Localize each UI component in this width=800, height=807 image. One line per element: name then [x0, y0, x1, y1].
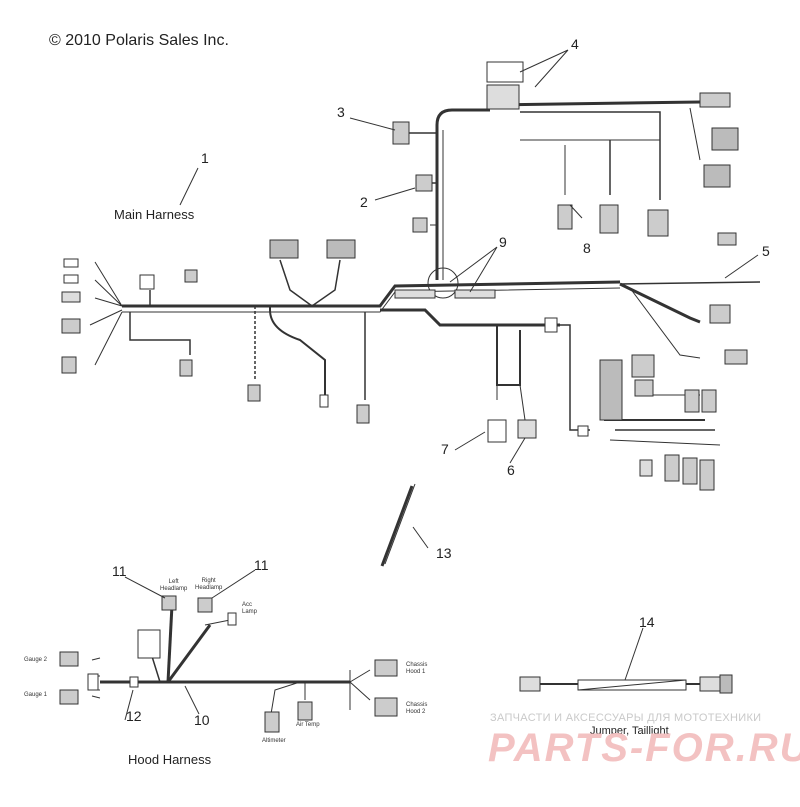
callout-5: 5: [762, 243, 770, 259]
jumper-taillight-label: Jumper, Taillight: [590, 725, 669, 737]
hood-harness-label: Hood Harness: [128, 752, 212, 767]
altimeter-label: Altimeter: [262, 738, 286, 744]
chassis-hood-1-label: Chassis Hood 1: [406, 662, 428, 675]
callout-9: 9: [499, 234, 507, 250]
copyright-text: © 2010 Polaris Sales Inc.: [49, 32, 229, 49]
leader-lines: [124, 49, 759, 721]
air-temp-label: Air Temp: [296, 722, 320, 728]
callout-14: 14: [639, 614, 655, 630]
connectors-hood: [59, 595, 398, 733]
item-13-cable: [380, 485, 414, 567]
callout-12: 12: [126, 708, 142, 724]
item-14-jumper: [519, 674, 733, 694]
right-headlamp-label: Right Headlamp: [195, 578, 223, 591]
callout-3: 3: [337, 104, 345, 120]
gauge-2-label: Gauge 2: [24, 657, 48, 663]
callout-13: 13: [436, 545, 452, 561]
callout-1: 1: [201, 150, 209, 166]
main-harness-label: Main Harness: [114, 207, 195, 222]
callout-10: 10: [194, 712, 210, 728]
watermark-logo: PARTS-FOR.RU: [488, 726, 800, 770]
acc-lamp-label: Acc Lamp: [242, 602, 258, 615]
left-headlamp-label: Left Headlamp: [160, 579, 188, 592]
hood-harness: [91, 604, 371, 721]
callout-2: 2: [360, 194, 368, 210]
gauge-1-label: Gauge 1: [24, 692, 48, 698]
callout-7: 7: [441, 441, 449, 457]
chassis-hood-2-label: Chassis Hood 2: [406, 702, 428, 715]
callout-8: 8: [583, 240, 591, 256]
callout-11-right: 11: [254, 557, 269, 573]
connectors-main: [61, 61, 748, 491]
callout-6: 6: [507, 462, 515, 478]
watermark-tagline: ЗАПЧАСТИ И АКСЕССУАРЫ ДЛЯ МОТОТЕХНИКИ: [490, 712, 762, 724]
callout-11-left: 11: [112, 563, 127, 579]
callout-4: 4: [571, 36, 579, 52]
